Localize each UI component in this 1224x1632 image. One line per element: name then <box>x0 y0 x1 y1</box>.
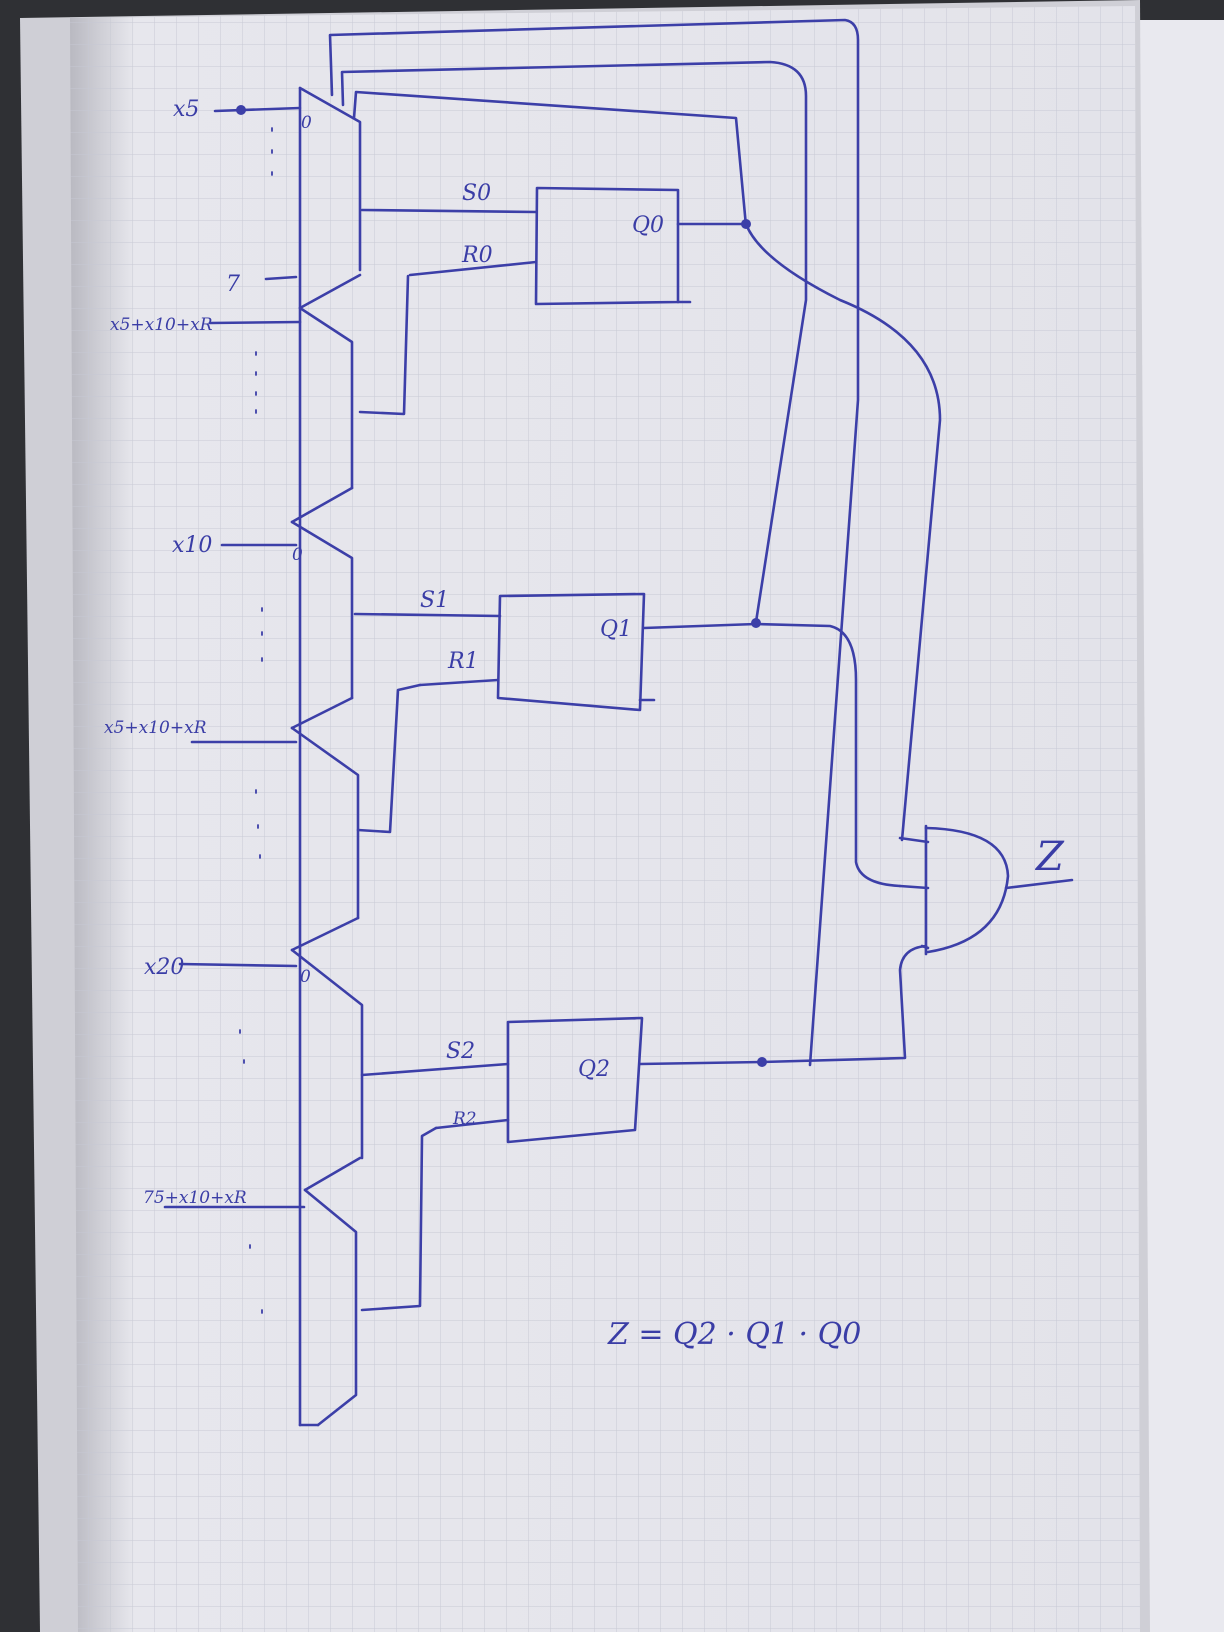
output-equation: Z = Q2 · Q1 · Q0 <box>607 1317 861 1352</box>
input-x10-label: x10 <box>172 533 212 558</box>
ellipsis-marks <box>239 127 273 1314</box>
flipflop-q1 <box>353 592 902 888</box>
input-sum-top-label: x5+x10+xR <box>110 315 213 335</box>
spine <box>290 86 364 1427</box>
ff0-q-label: Q0 <box>632 213 664 238</box>
input-x20-label: x20 <box>144 955 184 980</box>
ff0-s-label: S0 <box>462 181 491 206</box>
flipflop-q2 <box>360 944 928 1312</box>
ff2-r-label: R2 <box>452 1109 477 1129</box>
feedback-wires <box>328 18 860 1067</box>
input-x5-label: x5 <box>173 97 199 122</box>
labels: x5 7 x5+x10+xR x10 x5+x10+xR x20 75+x10+… <box>104 97 1065 1352</box>
input-sum-mid-label: x5+x10+xR <box>104 718 207 738</box>
ff1-s-label: S1 <box>420 588 449 613</box>
and-gate <box>898 824 1074 956</box>
gate-marker-3: 0 <box>300 967 311 987</box>
input-seven-label: 7 <box>226 272 240 297</box>
input-wires <box>163 105 306 1209</box>
ff0-r-label: R0 <box>461 243 493 268</box>
input-sum-bottom-label: 75+x10+xR <box>143 1188 247 1208</box>
ff1-r-label: R1 <box>447 649 479 674</box>
next-page-edge <box>1140 20 1224 1632</box>
gate-marker-2: 0 <box>292 545 303 565</box>
ff1-q-label: Q1 <box>600 617 632 642</box>
ff2-s-label: S2 <box>446 1039 475 1064</box>
flipflop-q0 <box>358 186 942 842</box>
ff2-q-label: Q2 <box>578 1057 610 1082</box>
output-z-label: Z <box>1034 834 1065 880</box>
gate-marker-1: 0 <box>301 113 312 133</box>
